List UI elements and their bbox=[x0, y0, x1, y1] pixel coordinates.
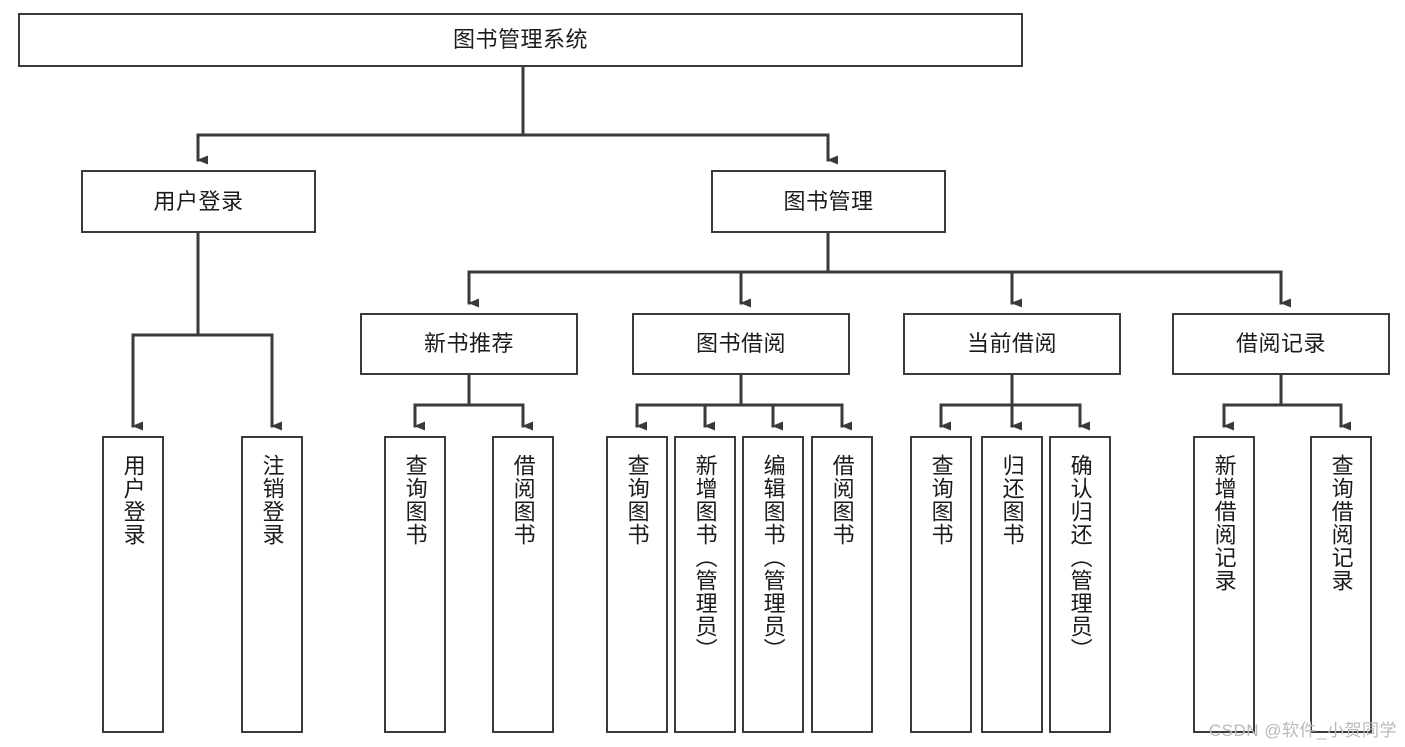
node-leaf-add-book-admin[interactable]: 新增图书（管理员） bbox=[674, 436, 736, 733]
node-leaf-user-login[interactable]: 用户登录 bbox=[102, 436, 164, 733]
node-label: 图书管理 bbox=[783, 188, 874, 214]
node-label: 新书推荐 bbox=[423, 331, 514, 357]
node-label: 用户登录 bbox=[120, 454, 146, 546]
node-label: 归还图书 bbox=[999, 454, 1025, 546]
node-label: 新增图书（管理员） bbox=[692, 454, 718, 661]
node-label: 注销登录 bbox=[259, 454, 285, 546]
node-leaf-confirm-return-admin[interactable]: 确认归还（管理员） bbox=[1049, 436, 1111, 733]
node-leaf-query-borrow-record[interactable]: 查询借阅记录 bbox=[1310, 436, 1372, 733]
node-label: 借阅记录 bbox=[1235, 331, 1326, 357]
node-leaf-borrow-query-book[interactable]: 查询图书 bbox=[606, 436, 668, 733]
csdn-watermark: CSDN @软件_小贺同学 bbox=[1208, 721, 1397, 740]
node-label: 用户登录 bbox=[153, 188, 244, 214]
node-current-borrow[interactable]: 当前借阅 bbox=[903, 313, 1121, 375]
node-leaf-return-book[interactable]: 归还图书 bbox=[981, 436, 1043, 733]
node-label: 借阅图书 bbox=[829, 454, 855, 546]
node-borrow-record[interactable]: 借阅记录 bbox=[1172, 313, 1390, 375]
node-label: 当前借阅 bbox=[966, 331, 1057, 357]
node-new-book-recommend[interactable]: 新书推荐 bbox=[360, 313, 578, 375]
node-leaf-borrow-book[interactable]: 借阅图书 bbox=[811, 436, 873, 733]
node-leaf-new-book-query[interactable]: 查询图书 bbox=[384, 436, 446, 733]
node-leaf-add-borrow-record[interactable]: 新增借阅记录 bbox=[1193, 436, 1255, 733]
node-label: 图书管理系统 bbox=[452, 27, 588, 53]
node-leaf-new-book-borrow[interactable]: 借阅图书 bbox=[492, 436, 554, 733]
node-label: 查询图书 bbox=[928, 454, 954, 546]
node-label: 查询借阅记录 bbox=[1328, 454, 1354, 592]
node-label: 查询图书 bbox=[624, 454, 650, 546]
node-label: 确认归还（管理员） bbox=[1067, 454, 1093, 661]
node-label: 新增借阅记录 bbox=[1211, 454, 1237, 592]
node-user-login[interactable]: 用户登录 bbox=[81, 170, 316, 233]
node-label: 编辑图书（管理员） bbox=[760, 454, 786, 661]
node-leaf-edit-book-admin[interactable]: 编辑图书（管理员） bbox=[742, 436, 804, 733]
node-leaf-current-query-book[interactable]: 查询图书 bbox=[910, 436, 972, 733]
node-root-book-management-system[interactable]: 图书管理系统 bbox=[18, 13, 1023, 67]
node-label: 图书借阅 bbox=[695, 331, 786, 357]
node-book-management[interactable]: 图书管理 bbox=[711, 170, 946, 233]
node-label: 借阅图书 bbox=[510, 454, 536, 546]
node-book-borrow[interactable]: 图书借阅 bbox=[632, 313, 850, 375]
node-leaf-logout[interactable]: 注销登录 bbox=[241, 436, 303, 733]
node-label: 查询图书 bbox=[402, 454, 428, 546]
